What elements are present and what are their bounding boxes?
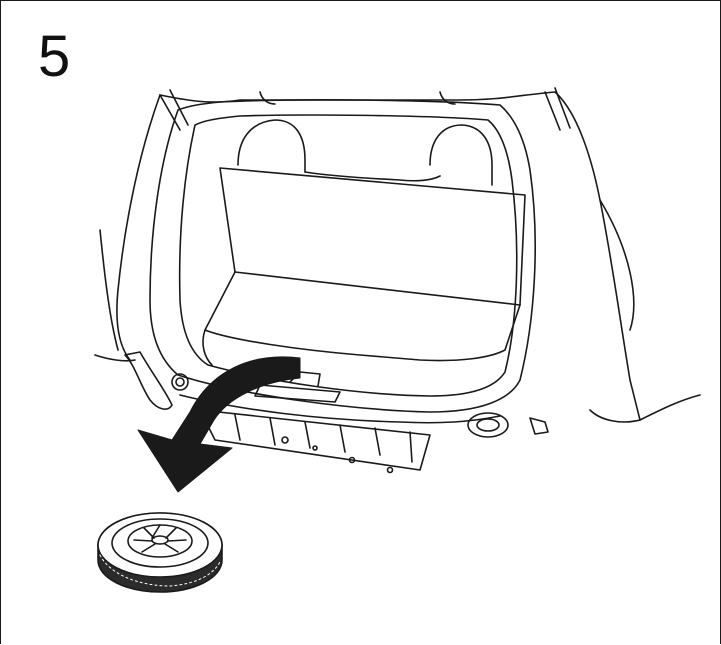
tail-light-left: [124, 351, 189, 410]
cargo-floor: [202, 167, 526, 366]
spare-wheel-icon: [97, 512, 223, 593]
step-number: 5: [38, 24, 71, 89]
curved-arrow-icon: [137, 356, 301, 493]
tail-light-right: [467, 412, 549, 438]
hatch-struts: [159, 87, 571, 131]
body-sides: [94, 199, 701, 423]
rear-seats: [237, 119, 493, 186]
hatch-opening-outline: [116, 91, 641, 421]
